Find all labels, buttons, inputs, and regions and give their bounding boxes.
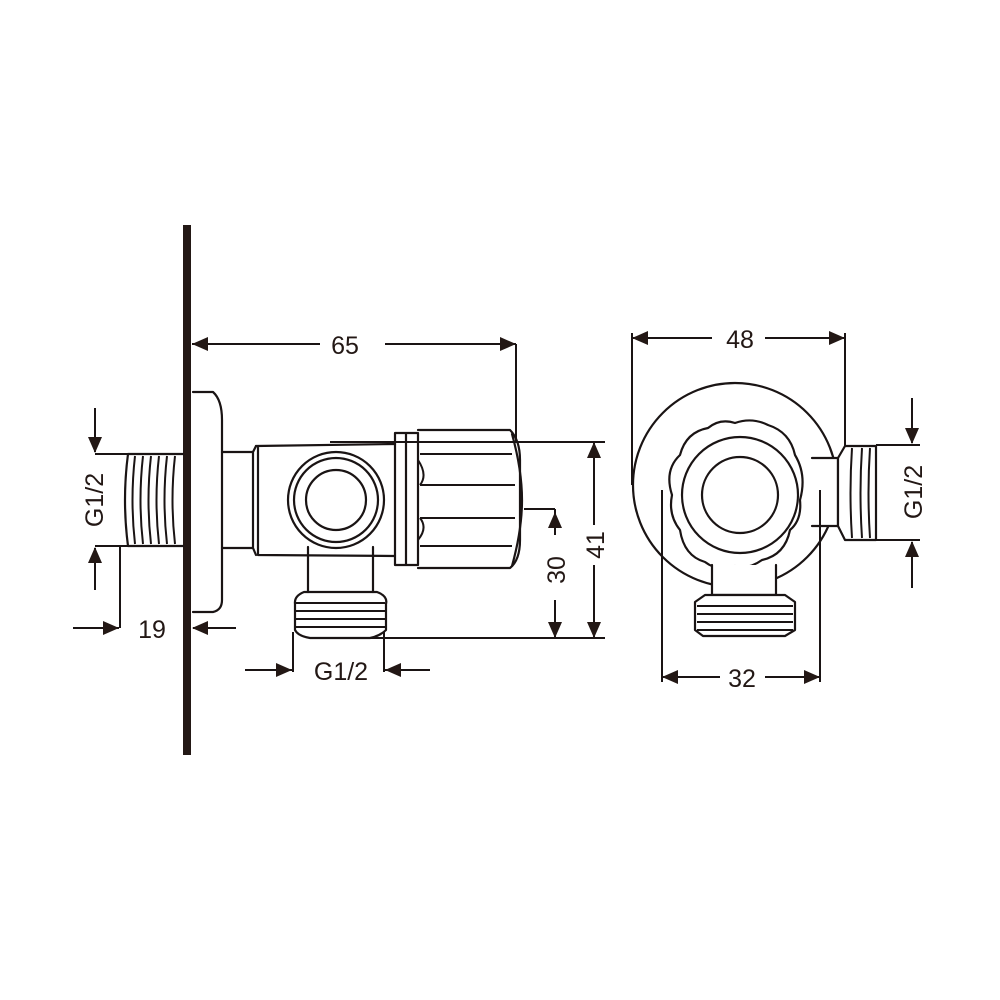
dim-label-length: 65 (331, 332, 359, 360)
dimension-32: 32 (661, 490, 821, 693)
dim-label-width: 48 (726, 326, 754, 354)
outlet-port-mid (292, 456, 380, 544)
dimension-inlet-thread: G1/2 (81, 408, 128, 590)
outlet-stem (306, 545, 375, 594)
body-neck (220, 444, 258, 557)
dimension-side-thread: G1/2 (876, 398, 928, 588)
end-knob-center (700, 455, 780, 535)
dimension-48: 48 (631, 326, 846, 485)
handle-collar (393, 431, 420, 567)
dimension-19: 19 (73, 546, 236, 644)
end-outlet-stem (710, 563, 778, 597)
dim-label-body-width: 32 (728, 665, 756, 693)
dim-label-projection: 19 (138, 616, 166, 644)
dim-label-outlet-thread: G1/2 (314, 658, 368, 686)
outlet-thread (293, 590, 388, 640)
end-view: 48 32 G1/2 (631, 326, 928, 693)
dim-label-side-thread: G1/2 (900, 465, 928, 519)
outlet-port-outer (286, 450, 386, 550)
end-outlet-thread (693, 593, 797, 638)
side-view: 65 41 30 G1/2 (73, 332, 610, 686)
dimension-outlet-thread: G1/2 (245, 632, 430, 686)
dim-label-height: 41 (582, 531, 610, 559)
dimension-41: 41 (330, 441, 610, 639)
escutcheon-flange (191, 390, 224, 614)
dim-label-inlet-thread: G1/2 (81, 473, 109, 527)
end-handle-knob (668, 419, 804, 570)
inlet-thread-pipe (123, 452, 185, 548)
handle-knob (416, 428, 524, 570)
dimension-65: 65 (192, 332, 517, 442)
dimension-30: 30 (524, 508, 571, 638)
end-knob-ring (680, 435, 800, 555)
valve-body (254, 442, 397, 558)
dim-label-outlet-height: 30 (543, 556, 571, 584)
end-side-thread (810, 444, 878, 542)
outlet-port-inner (304, 468, 368, 532)
